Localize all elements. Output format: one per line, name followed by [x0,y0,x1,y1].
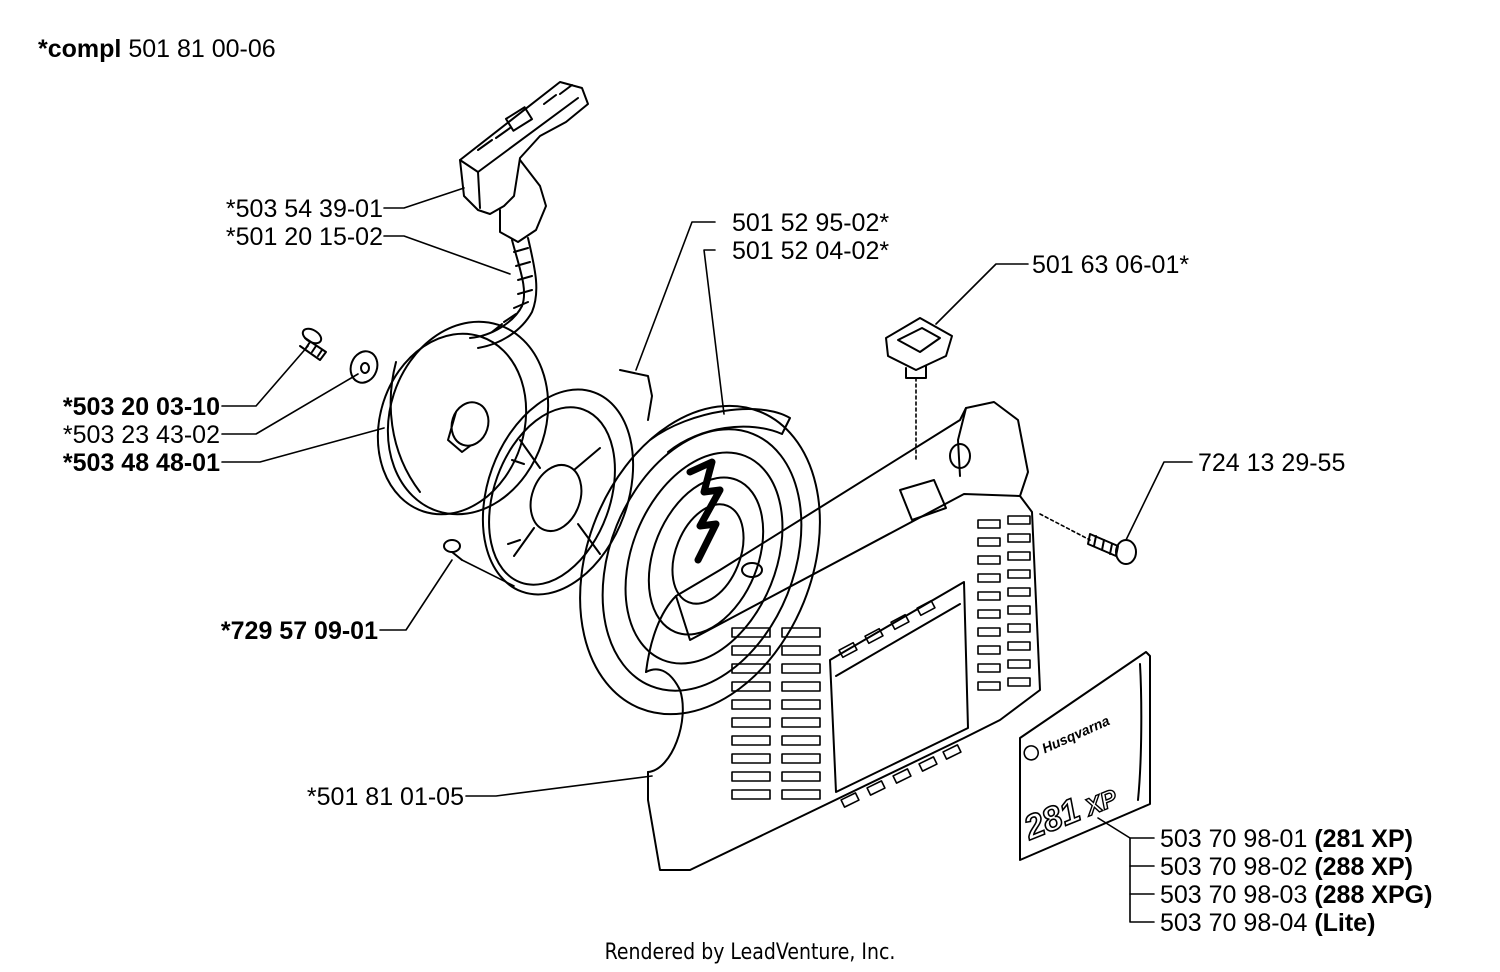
bushing-drawing [885,317,953,379]
label-center-screw[interactable]: *503 20 03-10 [62,393,220,421]
decal-model-number: 281 [1018,791,1086,848]
assembly-header: *compl 501 81 00-06 [38,35,276,63]
label-spring-cassette[interactable]: 501 52 95-02* [732,209,890,237]
decal-model: (288 XP) [1314,853,1413,881]
right-screw-drawing [1087,533,1137,565]
label-spring[interactable]: 501 52 04-02* [732,237,890,265]
decal-row[interactable]: 503 70 98-01 (281 XP) [1160,825,1413,853]
decal-row[interactable]: 503 70 98-04 (Lite) [1160,909,1375,937]
decal-part-no: 503 70 98-01 [1160,825,1308,853]
decal-part-no: 503 70 98-03 [1160,881,1308,909]
decal-model: (Lite) [1314,909,1376,937]
brand-logo-icon [1023,745,1040,761]
cassette-screw-drawing [443,539,463,561]
pulley-drawing [376,320,550,516]
starter-handle-drawing [459,81,589,243]
washer-drawing [349,350,379,384]
label-housing[interactable]: *501 81 01-05 [306,783,464,811]
recoil-spring-drawing [579,404,821,716]
decal-model-suffix: XP [1080,784,1123,822]
model-decal-drawing [1019,651,1151,861]
footer-credit: Rendered by LeadVenture, Inc. [604,940,896,965]
decal-part-no: 503 70 98-04 [1160,909,1308,937]
decal-part-no: 503 70 98-02 [1160,853,1308,881]
center-screw-drawing [299,327,327,361]
label-rope[interactable]: *501 20 15-02 [225,223,383,251]
spring-cassette-drawing [481,369,653,596]
assembly-header-part-no: 501 81 00-06 [128,35,276,63]
decal-row[interactable]: 503 70 98-03 (288 XPG) [1160,881,1432,909]
leader-lines [221,187,1193,923]
starter-housing-drawing [645,401,1041,871]
decal-model: (288 XPG) [1314,881,1433,909]
decal-row[interactable]: 503 70 98-02 (288 XP) [1160,853,1413,881]
decal-art: Husqvarna 281 XP [1017,712,1123,848]
label-right-screw[interactable]: 724 13 29-55 [1198,449,1346,477]
label-cassette-screw[interactable]: *729 57 09-01 [220,617,378,645]
label-handle[interactable]: *503 54 39-01 [225,195,383,223]
decal-model: (281 XP) [1314,825,1413,853]
label-pulley[interactable]: *503 48 48-01 [62,449,220,477]
decal-brand: Husqvarna [1039,712,1112,756]
label-washer[interactable]: *503 23 43-02 [62,421,220,449]
label-bushing[interactable]: 501 63 06-01* [1032,251,1190,279]
assembly-header-prefix: *compl [38,35,122,63]
starter-rope-drawing [469,237,538,349]
